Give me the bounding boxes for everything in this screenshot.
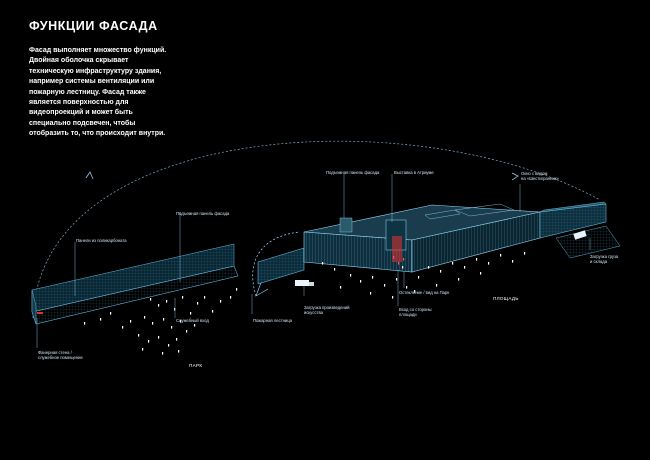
visitors-atrium (393, 256, 405, 265)
leader-lines (36, 174, 591, 348)
label-square-entry-text: Вход со стороны площади (399, 307, 432, 317)
label-fire-stair: Пожарная лестница (253, 318, 292, 323)
label-window: Окно с видом на «Шестигранник» (521, 171, 559, 181)
visitors-park (84, 288, 238, 355)
sky-arc (32, 140, 601, 319)
intro-text: Фасад выполняет множество функций. Двойн… (29, 47, 167, 138)
label-glazing: Остекление / вид на Парк (399, 290, 450, 295)
label-art-loading-text: Загрузка произведений искусства (304, 305, 350, 315)
label-square-entry: Вход со стороны площади (399, 307, 432, 317)
sky-arc-arrow (85, 171, 94, 180)
storage-truck (573, 230, 587, 240)
visitors-square (322, 252, 526, 299)
zone-square: ПЛОЩАДЬ (493, 296, 519, 301)
page-title: ФУНКЦИИ ФАСАДА (29, 19, 158, 33)
fire-stair-arc (252, 231, 301, 297)
middle-connector (257, 247, 305, 285)
label-service-entry: Служебный вход (176, 318, 209, 323)
label-art-loading: Загрузка произведений искусства (304, 305, 349, 315)
label-service-wall-text: Фанерная стена / служебное помещение (38, 350, 83, 360)
label-polycarbonate: Панели из поликарбоната (76, 238, 127, 243)
main-building (303, 203, 541, 273)
left-facade-wing (31, 243, 239, 325)
label-lift-panel-top: Подъемная панель фасада (326, 170, 380, 175)
sky-arc-arrow-2 (511, 172, 519, 181)
right-facade-wing (539, 201, 607, 239)
label-service-wall: Фанерная стена / служебное помещение (38, 350, 83, 360)
label-lift-panel-left: Подъемная панель фасада (176, 211, 230, 216)
label-window-text: Окно с видом на «Шестигранник» (521, 171, 559, 181)
art-truck (295, 280, 309, 286)
zone-park: ПАРК (189, 363, 203, 368)
loading-yard (555, 225, 621, 259)
label-exhibition: Выставка в Атриуме (394, 170, 434, 175)
label-storage-loading-text: Загрузка груза и склада (590, 254, 619, 264)
left-wing-marker (37, 312, 43, 314)
label-storage-loading: Загрузка груза и склада (590, 254, 618, 264)
